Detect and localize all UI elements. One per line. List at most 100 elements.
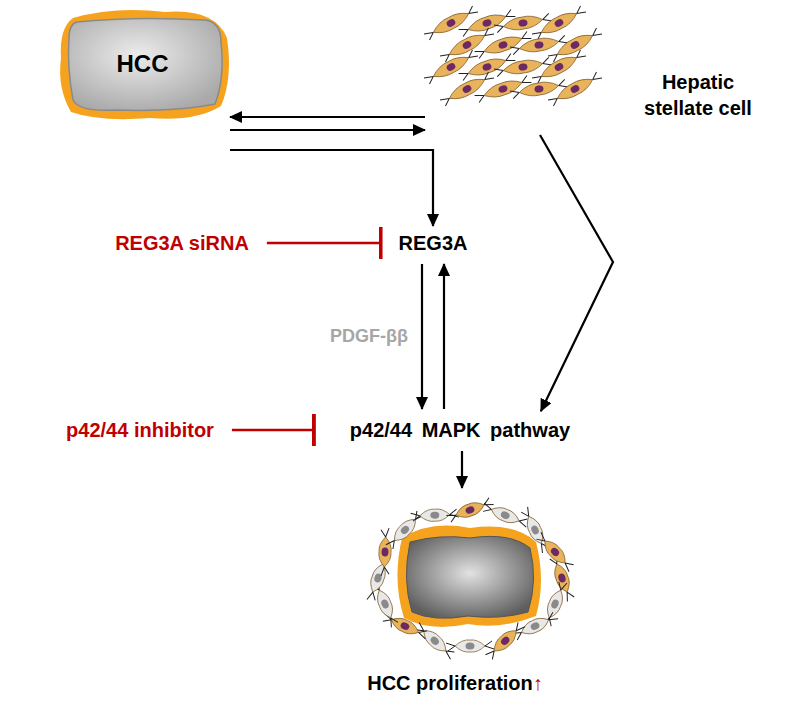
cell-nucleus — [461, 40, 472, 50]
cell-process — [414, 621, 456, 661]
cell-shape — [511, 610, 560, 641]
cell-body — [489, 504, 521, 527]
cell-process — [481, 501, 529, 529]
tumor-group — [364, 496, 576, 662]
node-label: REG3A — [399, 230, 468, 256]
node-label: p42/44 inhibitor — [66, 417, 214, 443]
cell-shape — [547, 70, 604, 108]
cell-nucleus — [550, 599, 560, 610]
arrow-connector — [540, 135, 613, 411]
node-label: REG3A siRNA — [115, 230, 249, 256]
inhibitor-label: REG3A siRNA — [109, 226, 255, 260]
cell-body — [538, 8, 579, 38]
cell-nucleus — [445, 62, 456, 72]
edge-label: PDGF-ββ — [328, 326, 410, 347]
cell-nucleus — [553, 18, 564, 28]
cell-process — [423, 49, 479, 85]
tumor-blob: HCC — [55, 8, 230, 158]
cell-body — [554, 30, 595, 60]
node-illustration — [55, 8, 230, 158]
cell-process — [446, 641, 494, 651]
cell-body — [518, 79, 560, 98]
cell-nucleus — [466, 643, 475, 650]
cell-process — [531, 5, 587, 41]
inhibition-line — [232, 429, 314, 432]
arrow-connector — [230, 129, 425, 131]
cell-nucleus — [534, 41, 544, 49]
cell-nucleus — [429, 635, 440, 646]
cell-body — [389, 614, 421, 638]
cell-shape — [378, 528, 392, 576]
cell-body — [420, 508, 451, 522]
cell-body — [454, 499, 486, 521]
cell-nucleus — [553, 62, 564, 72]
inhibitor-label: p42/44 inhibitor — [60, 413, 220, 447]
cell-body — [502, 13, 544, 32]
cell-nucleus — [518, 63, 528, 71]
cell-nucleus — [498, 84, 509, 94]
proliferation-illustration: HCC proliferation↑ — [340, 490, 570, 705]
cell-body — [502, 57, 544, 76]
cell-nucleus — [569, 40, 580, 50]
cell-nucleus — [482, 18, 493, 28]
cell-process — [531, 49, 587, 85]
cell-nucleus — [461, 84, 472, 94]
cell-shape — [439, 70, 496, 108]
node-label: p42/44 MAPK pathway — [350, 417, 570, 443]
cell-nucleus — [530, 524, 540, 535]
arrow-connector — [230, 116, 425, 118]
cell-nucleus — [529, 621, 540, 631]
cell-body — [519, 614, 551, 638]
cell-body — [374, 588, 397, 620]
cell-nucleus — [557, 573, 567, 584]
cell-body — [455, 640, 485, 652]
cell-body — [554, 74, 595, 104]
cell-body — [367, 562, 389, 594]
node-label: HCC proliferation↑ — [340, 670, 570, 696]
cell-process — [535, 531, 575, 573]
cell-process — [484, 621, 526, 661]
node-label: Hepatic stellate cell — [633, 69, 763, 121]
cell-nucleus — [399, 621, 410, 631]
arrow-connector — [443, 264, 445, 409]
stellate-cell-cluster: Hepatic stellate cell — [425, 5, 780, 135]
cell-process — [439, 71, 495, 107]
cell-shape — [446, 640, 494, 652]
cell-cluster — [423, 4, 604, 108]
cell-body — [518, 35, 560, 54]
cell-nucleus — [381, 547, 388, 556]
cell-shape — [483, 620, 527, 661]
cell-nucleus — [380, 599, 390, 610]
cell-body — [538, 52, 579, 82]
cell-shape — [481, 500, 530, 530]
cell-body — [482, 77, 524, 102]
cell-nucleus — [569, 84, 580, 94]
cell-nucleus — [465, 505, 476, 515]
cell-shape — [413, 620, 457, 661]
cell-body — [482, 33, 524, 58]
pathway-node: p42/44 MAPK pathway — [344, 413, 576, 447]
molecule-node: REG3A — [393, 226, 474, 260]
node-label: HCC — [55, 48, 230, 79]
cell-shape — [384, 509, 427, 552]
cell-process — [547, 71, 603, 107]
cell-nucleus — [399, 524, 410, 535]
arrow-connector — [461, 451, 463, 488]
cell-process — [423, 5, 479, 41]
cell-nucleus — [482, 62, 493, 72]
cell-nucleus — [518, 19, 528, 27]
cell-nucleus — [445, 18, 456, 28]
inhibition-line — [267, 242, 381, 245]
cell-nucleus — [534, 85, 544, 93]
cell-body — [378, 537, 392, 568]
cell-nucleus — [500, 635, 511, 646]
cell-body — [420, 626, 450, 655]
cell-nucleus — [500, 510, 511, 520]
cell-body — [544, 588, 567, 620]
cell-nucleus — [498, 40, 509, 50]
cell-process — [379, 528, 391, 576]
cell-process — [511, 611, 559, 640]
tumor-rim — [397, 526, 541, 627]
cell-nucleus — [430, 511, 439, 518]
